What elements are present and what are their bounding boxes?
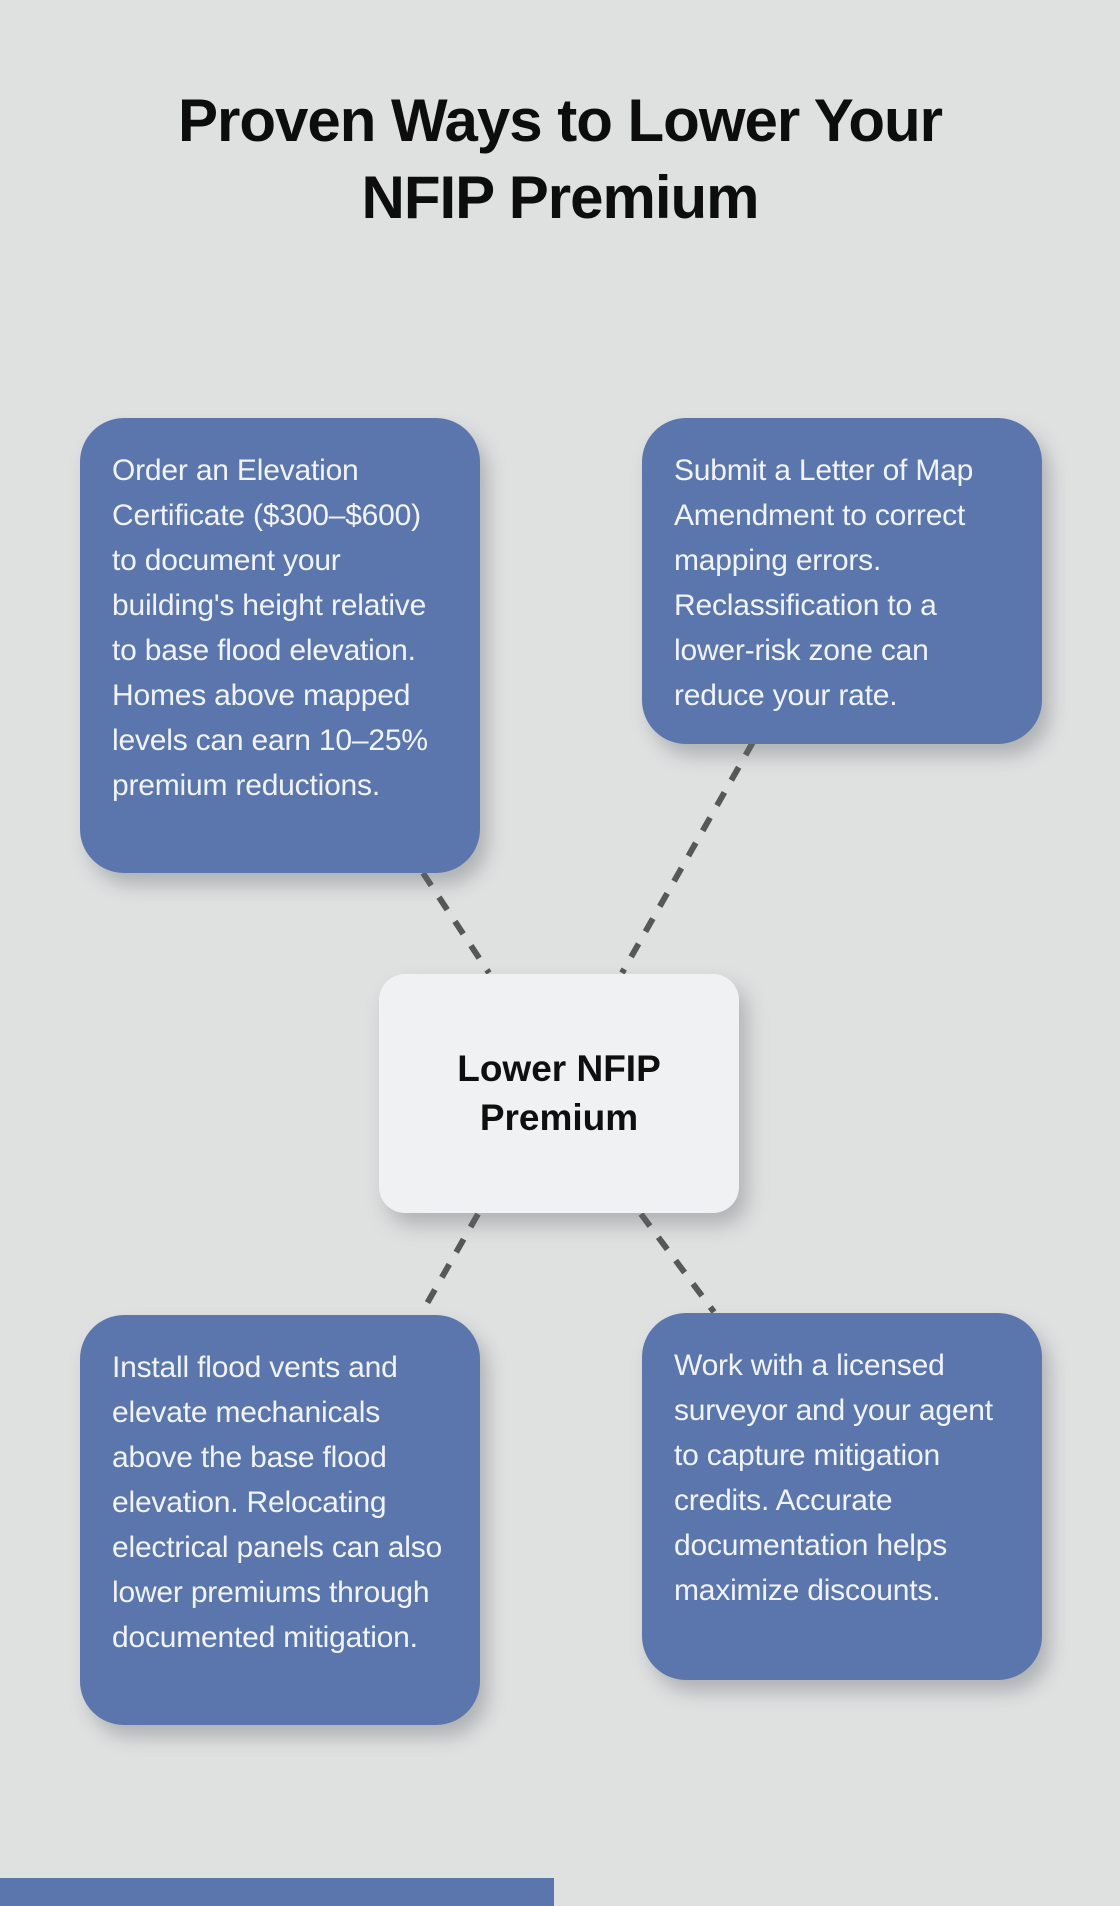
node-card-licensed-surveyor: Work with a licensed surveyor and your a… [642,1313,1042,1680]
connector-top-left [420,871,492,975]
node-text-flood-vents-mitigation: Install flood vents and elevate mechanic… [112,1351,442,1654]
node-text-elevation-certificate: Order an Elevation Certificate ($300–$60… [112,454,428,802]
page-title-text: Proven Ways to Lower Your NFIP Premium [177,87,943,232]
node-text-licensed-surveyor: Work with a licensed surveyor and your a… [674,1349,993,1607]
page-title: Proven Ways to Lower Your NFIP Premium [0,82,1120,237]
connector-top-right [619,740,756,975]
connector-bottom-left [418,1212,481,1316]
node-card-flood-vents-mitigation: Install flood vents and elevate mechanic… [80,1315,480,1725]
footer-accent-bar [0,1878,554,1906]
node-text-letter-of-map-amendment: Submit a Letter of Map Amendment to corr… [674,454,974,712]
node-card-letter-of-map-amendment: Submit a Letter of Map Amendment to corr… [642,418,1042,744]
node-card-elevation-certificate: Order an Elevation Certificate ($300–$60… [80,418,480,873]
connector-bottom-right [638,1212,717,1314]
center-node-lower-nfip-premium: Lower NFIP Premium [379,974,739,1213]
center-node-label: Lower NFIP Premium [457,1048,661,1138]
